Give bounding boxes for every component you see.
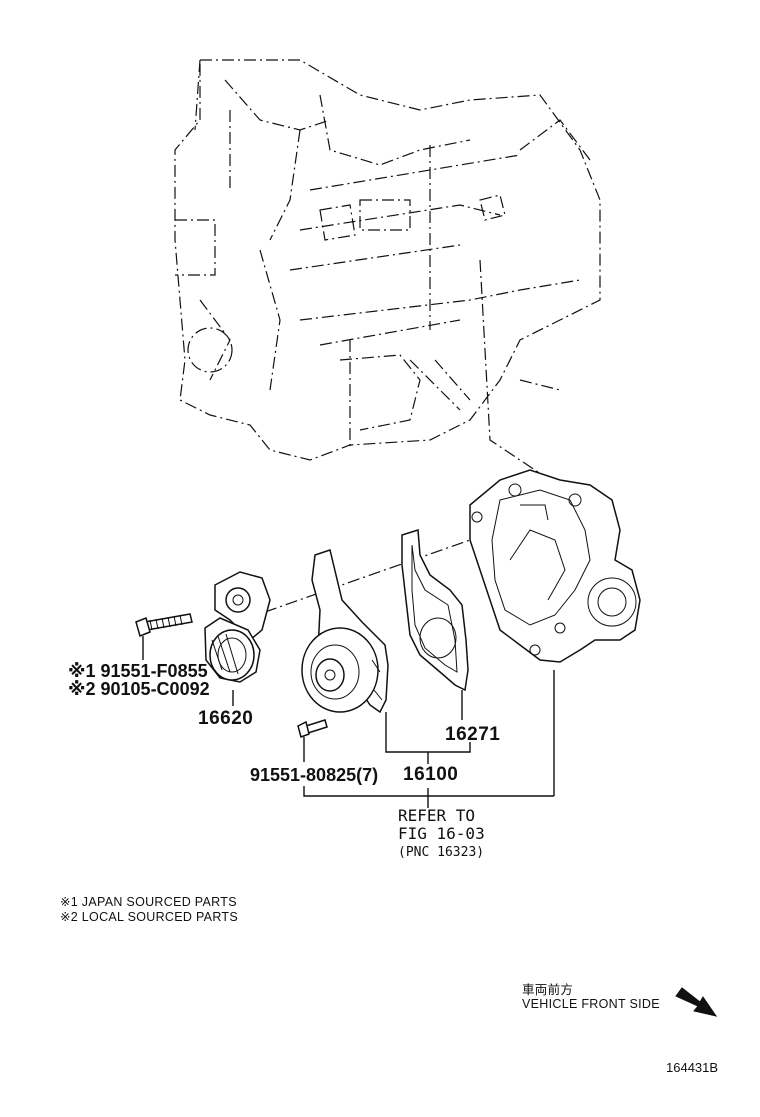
engine-block xyxy=(174,59,601,481)
vehicle-front-japanese: 車両前方 xyxy=(522,983,574,997)
water-pump-plate xyxy=(301,549,389,714)
arrow-down-right-icon xyxy=(675,987,718,1017)
water-pump-part-number: 16100 xyxy=(403,764,459,785)
tensioner-bolt-label-1: ※1 91551-F0855 xyxy=(68,661,208,681)
tensioner-part-number: 16620 xyxy=(198,708,254,729)
refer-line-2: FIG 16-03 xyxy=(398,824,485,843)
tensioner-bolt-label-2: ※2 90105-C0092 xyxy=(68,679,210,699)
pump-bolt-part-number: 91551-80825(7) xyxy=(250,765,379,785)
gasket xyxy=(401,529,469,720)
pump-bolt xyxy=(297,719,328,762)
vehicle-front-english: VEHICLE FRONT SIDE xyxy=(522,997,660,1011)
refer-line-1: REFER TO xyxy=(398,806,476,825)
note-japan-sourced: ※1 JAPAN SOURCED PARTS xyxy=(60,895,237,909)
note-local-sourced: ※2 LOCAL SOURCED PARTS xyxy=(60,910,238,924)
refer-line-3: (PNC 16323) xyxy=(398,845,485,860)
tensioner-assembly xyxy=(204,571,271,683)
alignment-line xyxy=(264,539,471,613)
diagram-code: 164431B xyxy=(666,1060,719,1075)
tensioner-bolt xyxy=(135,613,193,660)
leader-lines xyxy=(232,690,554,808)
gasket-part-number: 16271 xyxy=(445,724,501,745)
water-pump-housing xyxy=(469,469,641,796)
